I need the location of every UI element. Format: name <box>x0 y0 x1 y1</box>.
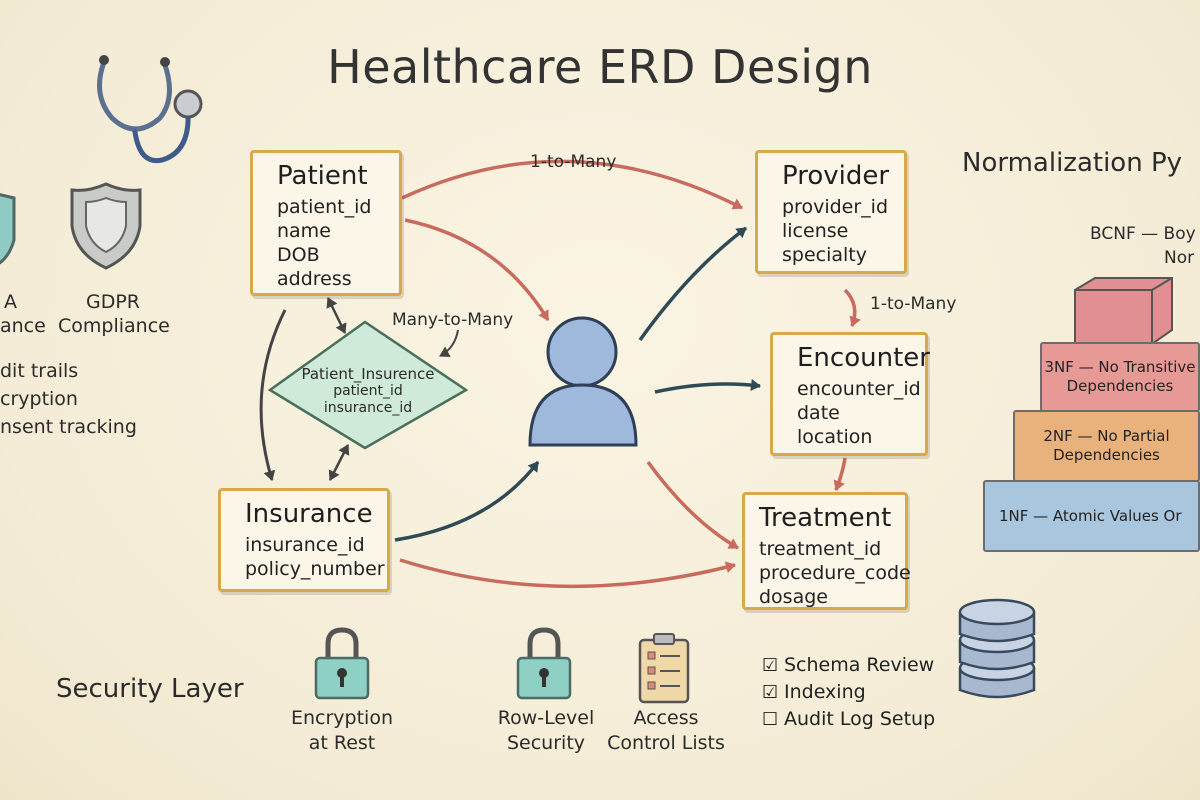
arrow-many-to-many-pointer <box>439 329 459 358</box>
arrow-patient-person <box>404 218 550 321</box>
checklist-item[interactable]: ☑Schema Review <box>762 652 935 679</box>
arrow-junction-insurance <box>328 444 350 481</box>
checklist: ☑Schema Review ☑Indexing ☐Audit Log Setu… <box>762 652 935 733</box>
entity-attr: treatment_id <box>759 538 882 560</box>
stethoscope-icon <box>97 55 203 164</box>
lock-icon-row-level <box>516 627 572 700</box>
entity-attr: location <box>797 426 873 448</box>
security-item-acl: Access Control Lists <box>607 707 725 754</box>
lock-icon-encryption <box>314 627 370 700</box>
entity-attr: procedure_code <box>759 562 911 584</box>
entity-encounter[interactable]: Encounter encounter_id date location <box>770 332 930 456</box>
entity-attr: patient_id <box>333 383 403 399</box>
nf-level-3nf: 3NF — No Transitive Dependencies <box>1040 342 1200 412</box>
entity-attr: provider_id <box>782 196 889 218</box>
security-layer-title: Security Layer <box>56 674 244 704</box>
entity-attr: dosage <box>759 586 828 608</box>
arrow-patient-insurance <box>259 309 287 481</box>
arrow-person-treatment <box>646 460 739 550</box>
entity-attr: encounter_id <box>797 378 921 400</box>
hipaa-shield-icon <box>0 193 16 265</box>
entity-attr: policy_number <box>245 558 385 580</box>
gdpr-label: GDPR Compliance <box>58 291 170 337</box>
entity-patient-insurence[interactable]: Patient_Insurence patient_id insurance_i… <box>285 366 451 417</box>
entity-attr: insurance_id <box>245 534 365 556</box>
user-icon <box>528 316 638 447</box>
checklist-item[interactable]: ☑Indexing <box>762 679 935 706</box>
nf-level-1nf: 1NF — Atomic Values Or <box>983 480 1200 552</box>
entity-provider[interactable]: Provider provider_id license specialty <box>755 150 907 274</box>
entity-attr: patient_id <box>277 196 372 218</box>
database-icon <box>958 598 1036 699</box>
gdpr-shield-icon <box>70 182 142 270</box>
entity-name: Treatment <box>759 503 892 533</box>
arrow-person-encounter <box>654 378 761 394</box>
arrow-patient-junction <box>326 297 347 334</box>
clipboard-icon <box>638 633 690 704</box>
entity-patient[interactable]: Patient patient_id name DOB address <box>250 150 402 296</box>
entity-attr: address <box>277 268 352 290</box>
arrow-insurance-treatment <box>399 558 736 589</box>
entity-treatment[interactable]: Treatment treatment_id procedure_code do… <box>742 492 911 610</box>
compliance-list: dit trails cryption nsent tracking <box>0 357 137 441</box>
checkbox-checked-icon[interactable]: ☑ <box>762 655 779 676</box>
entity-attr: date <box>797 402 840 424</box>
entity-name: Provider <box>782 161 890 191</box>
label-one-to-many-right: 1-to-Many <box>870 294 957 314</box>
entity-name: Patient_Insurence <box>301 365 435 383</box>
entity-attr: insurance_id <box>323 400 413 416</box>
entity-attr: license <box>782 220 849 242</box>
entity-attr: specialty <box>782 244 867 266</box>
checklist-item[interactable]: ☐Audit Log Setup <box>762 706 935 733</box>
bcnf-caption: BCNF — Boy Nor <box>1090 224 1196 268</box>
arrow-encounter-treatment <box>833 457 847 491</box>
checkbox-checked-icon[interactable]: ☑ <box>762 682 779 703</box>
entity-attr: DOB <box>277 244 320 266</box>
bcnf-cube <box>1074 277 1173 345</box>
entity-name: Patient <box>277 161 368 191</box>
nf-level-2nf: 2NF — No Partial Dependencies <box>1013 410 1200 482</box>
arrow-patient-provider <box>401 159 743 210</box>
diagram-title: Healthcare ERD Design <box>327 40 873 94</box>
entity-name: Encounter <box>797 343 930 373</box>
entity-insurance[interactable]: Insurance insurance_id policy_number <box>218 488 390 592</box>
compliance-item: dit trails <box>0 360 79 382</box>
patient-insurence-diamond <box>267 320 469 450</box>
entity-name: Insurance <box>245 499 373 529</box>
label-many-to-many: Many-to-Many <box>392 310 514 330</box>
security-item-encryption: Encryption at Rest <box>290 707 393 754</box>
security-item-row-level: Row-Level Security <box>497 707 595 754</box>
label-one-to-many-top: 1-to-Many <box>530 152 617 172</box>
compliance-item: nsent tracking <box>0 416 137 438</box>
arrow-provider-encounter <box>843 288 861 327</box>
entity-attr: name <box>277 220 331 242</box>
arrow-insurance-person <box>394 460 540 542</box>
compliance-item: cryption <box>0 388 78 410</box>
normalization-title: Normalization Py <box>962 148 1183 178</box>
checkbox-unchecked-icon[interactable]: ☐ <box>762 709 779 730</box>
arrow-person-provider <box>638 226 748 342</box>
hipaa-label: A ance <box>0 291 46 337</box>
